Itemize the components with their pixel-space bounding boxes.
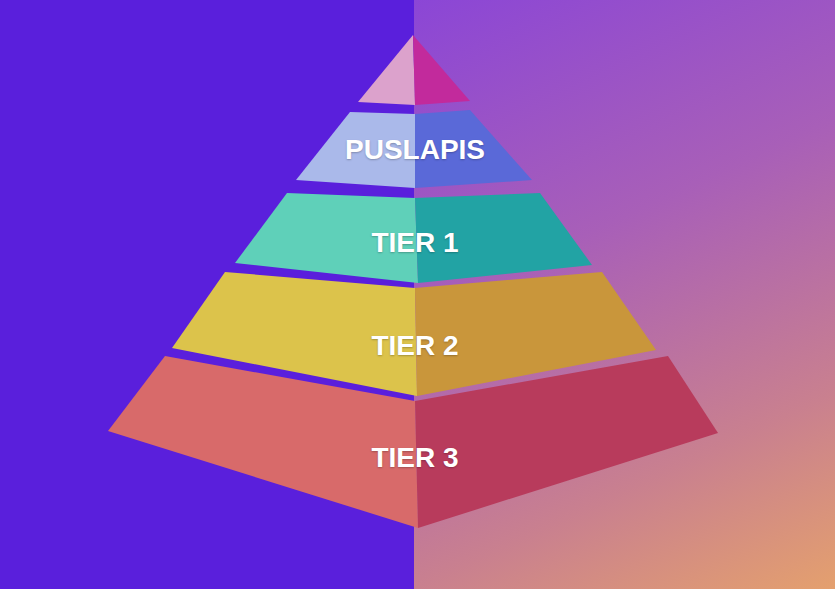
band-shape — [108, 356, 718, 528]
tier-label: PUSLAPIS — [345, 136, 485, 164]
cap-left-face — [358, 35, 415, 105]
pyramid-band: TIER 3 — [108, 356, 718, 528]
tier-label: TIER 1 — [371, 229, 458, 257]
band-right-face — [415, 356, 718, 528]
tier-label: TIER 3 — [371, 444, 458, 472]
tier-label: TIER 2 — [371, 332, 458, 360]
cap-right-face — [413, 35, 470, 105]
band-left-face — [108, 356, 418, 528]
pyramid-band: TIER 1 — [235, 193, 592, 283]
pyramid-band: PUSLAPIS — [296, 110, 532, 188]
